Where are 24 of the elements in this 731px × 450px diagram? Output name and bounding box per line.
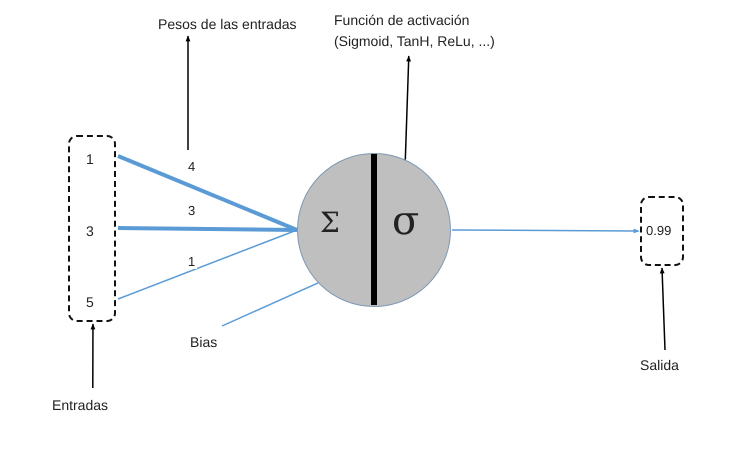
output-box [640, 196, 684, 266]
edge-label: 4 [186, 160, 198, 174]
input-value: 3 [86, 221, 102, 239]
leader-arrow [404, 55, 412, 160]
output-value: 0.99 [646, 223, 672, 238]
connector-line [118, 226, 298, 232]
annotation-text: Bias [190, 332, 230, 352]
leader-arrow [660, 267, 666, 350]
input-value: 1 [86, 149, 102, 167]
connector-line [222, 282, 318, 327]
arrow [452, 228, 640, 234]
input-group-box [68, 135, 116, 322]
annotation-text: Pesos de las entradas [158, 14, 308, 34]
activation-symbol: σ [392, 198, 420, 244]
input-value: 5 [86, 292, 102, 310]
connector-line [118, 229, 298, 300]
sum-symbol: Σ [320, 206, 340, 239]
annotation-text: Función de activación (Sigmoid, TanH, ReLu, ...) [334, 10, 524, 52]
annotation-text: Entradas [52, 395, 132, 415]
edge-label: 3 [186, 204, 198, 218]
edge-label: 1 [186, 255, 198, 269]
annotation-text: Salida [640, 355, 690, 375]
leader-arrow [186, 35, 190, 150]
leader-arrow [90, 323, 96, 388]
